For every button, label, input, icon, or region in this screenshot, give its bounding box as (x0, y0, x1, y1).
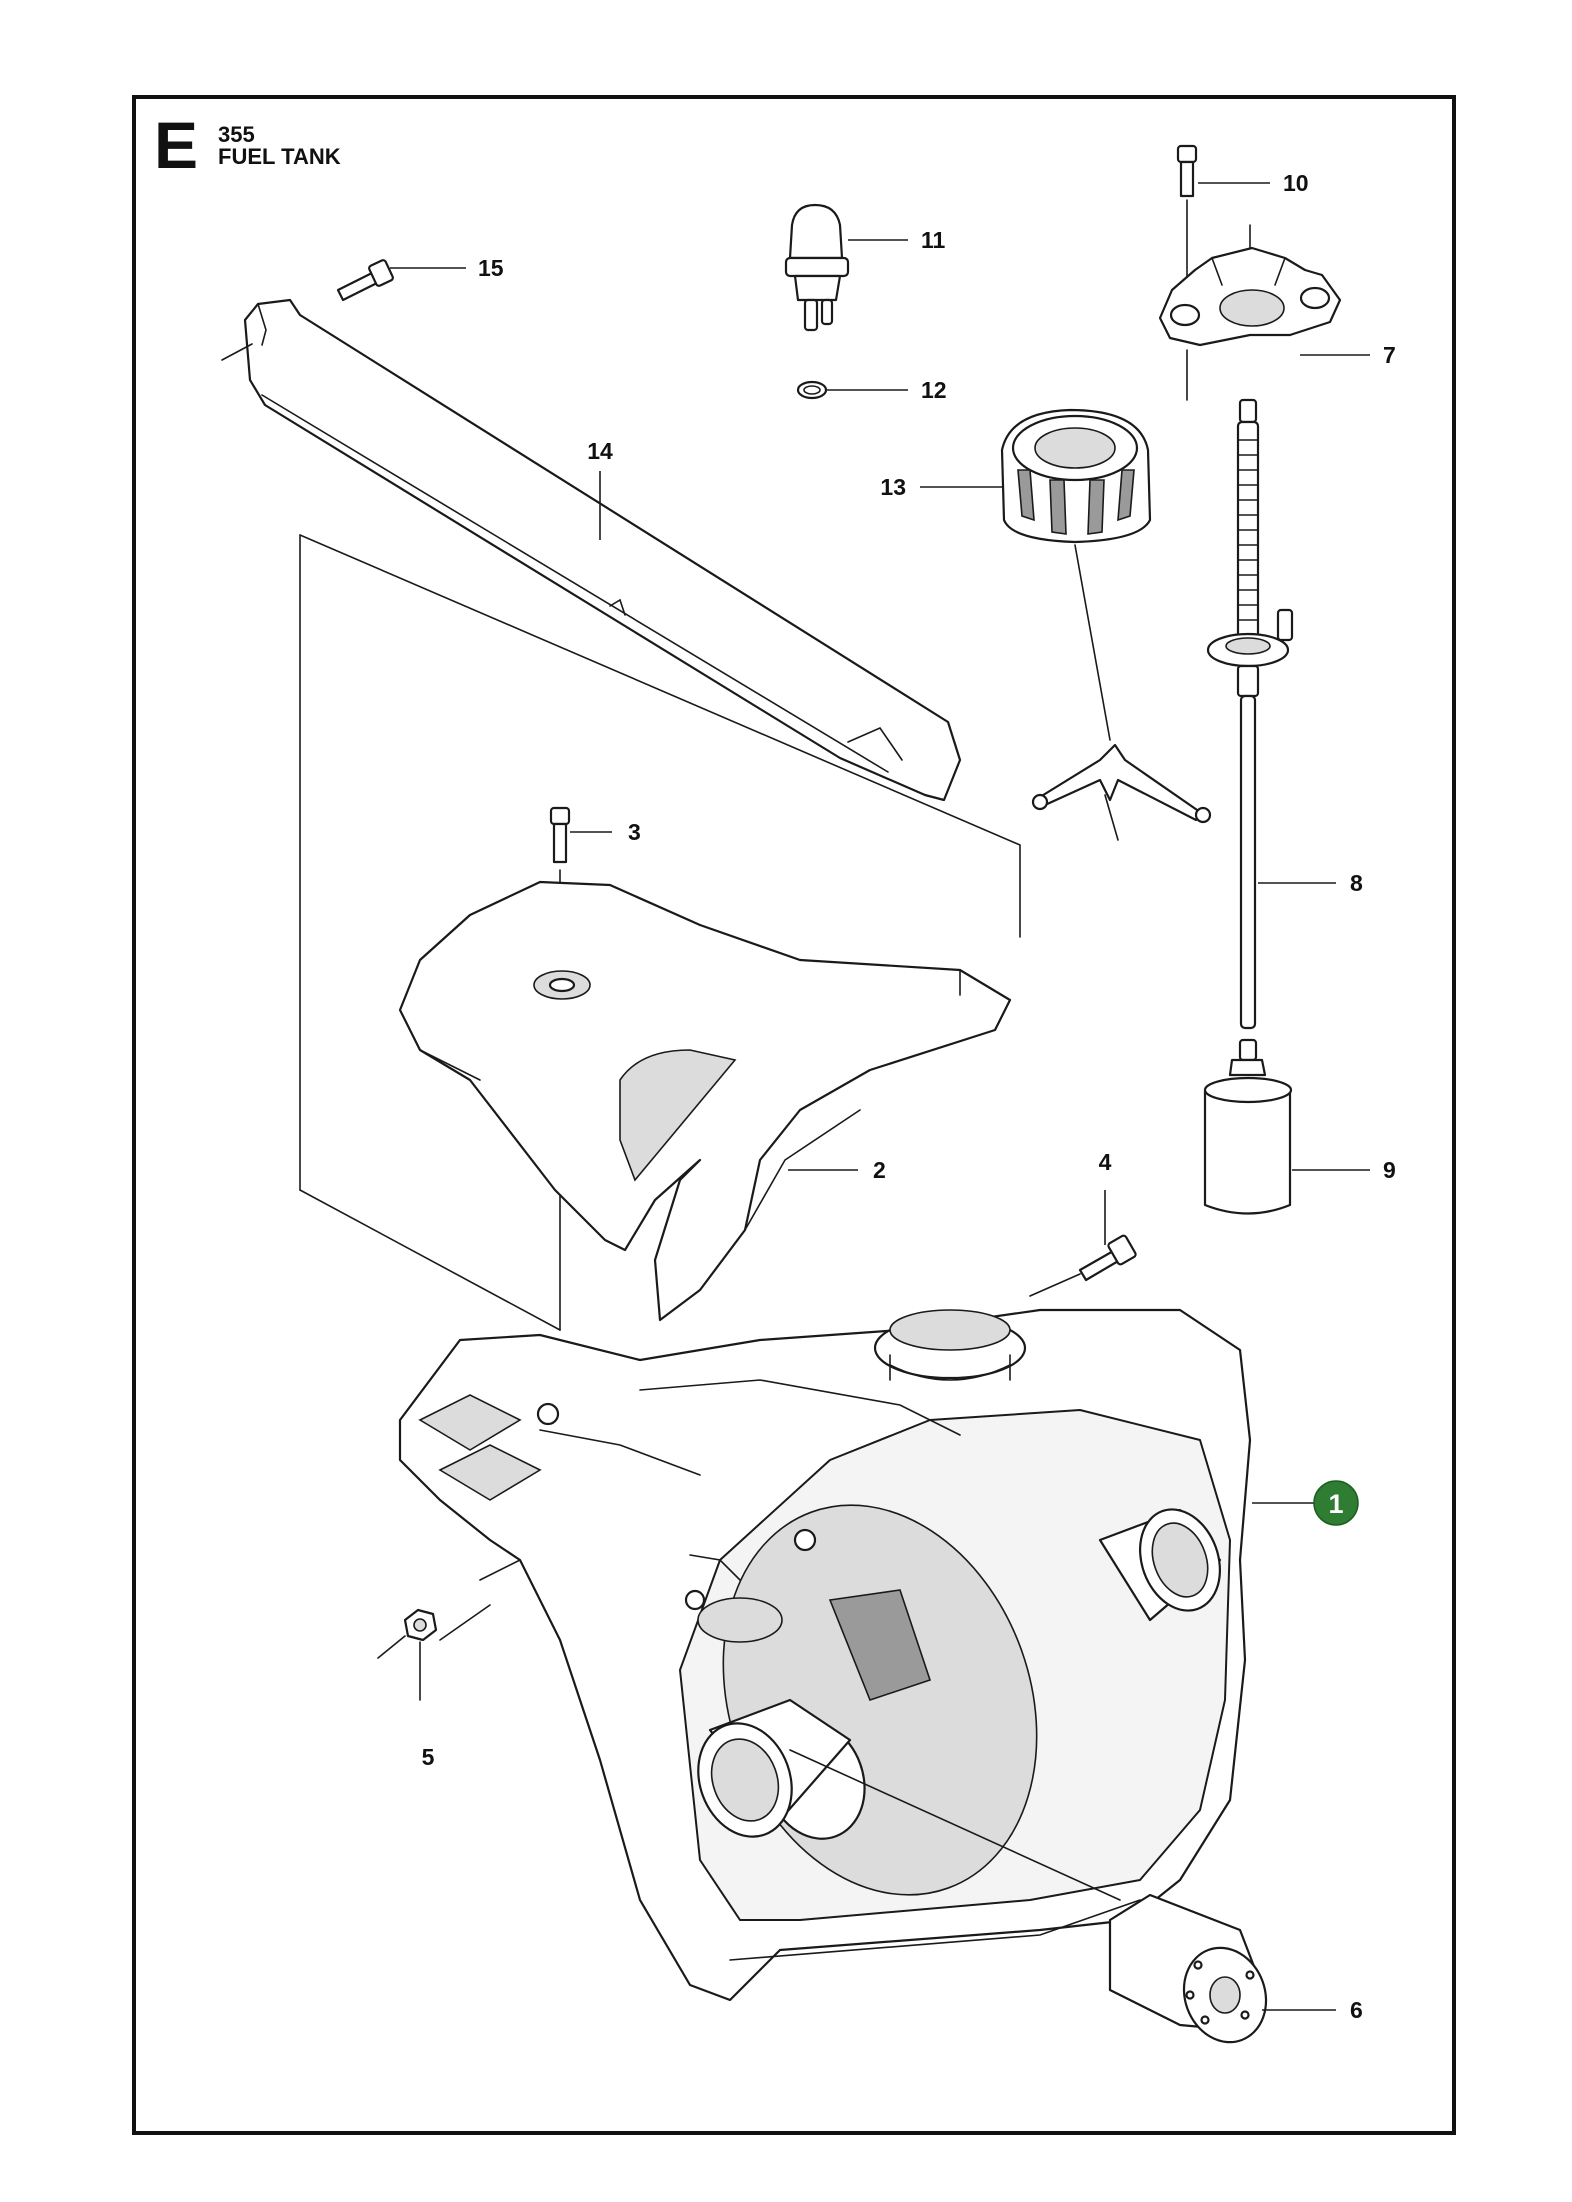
part-11-primer-bulb (784, 203, 850, 332)
part-2-cover (398, 880, 1012, 1322)
callout-12: 12 (921, 377, 947, 403)
leader-lines (390, 182, 1370, 2011)
part-13-fuel-cap (1000, 408, 1212, 841)
callout-13: 13 (880, 474, 906, 500)
callout-14: 14 (587, 438, 613, 464)
callout-4: 4 (1099, 1149, 1112, 1175)
callout-7: 7 (1383, 342, 1396, 368)
diagram-frame (132, 95, 1456, 2135)
callout-1: 1 (1328, 1489, 1343, 1519)
section-letter: E (154, 108, 199, 182)
callout-5: 5 (422, 1744, 435, 1770)
callout-10: 10 (1283, 170, 1309, 196)
callout-2: 2 (873, 1157, 886, 1183)
part-10-screw (1176, 144, 1198, 401)
assembly-guide-lines (299, 534, 1021, 1331)
part-5-nut (377, 1608, 438, 1701)
part-7-holder (1158, 224, 1342, 347)
section-title: FUEL TANK (218, 144, 341, 169)
part-9-fuel-filter (1203, 1038, 1293, 1215)
part-12-clamp (796, 380, 828, 400)
callout-6: 6 (1350, 1997, 1363, 2023)
callout-15: 15 (478, 255, 504, 281)
part-1-fuel-tank (398, 1308, 1252, 2002)
part-14-handle-tube (221, 298, 962, 802)
callout-labels: 1 2 3 4 5 6 7 8 9 10 11 12 13 14 15 (422, 170, 1396, 2023)
model-number: 355 (218, 122, 255, 147)
part-8-fuel-hose (1206, 398, 1294, 1030)
part-4-screw (1029, 1234, 1137, 1297)
callout-9: 9 (1383, 1157, 1396, 1183)
callout-11: 11 (921, 227, 946, 253)
callout-3: 3 (628, 819, 641, 845)
part-6-filter (1108, 1893, 1268, 2044)
part-15-screw (336, 259, 394, 302)
highlight-badge-1 (1313, 1480, 1359, 1526)
callout-8: 8 (1350, 870, 1363, 896)
